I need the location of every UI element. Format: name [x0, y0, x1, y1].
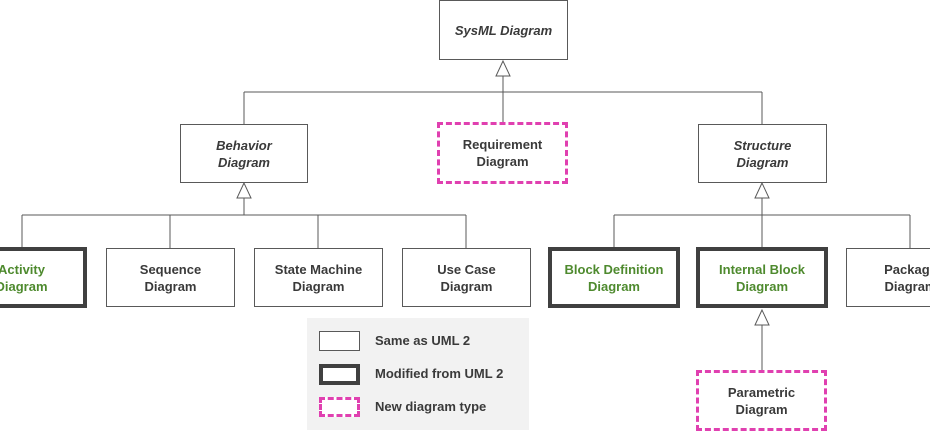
package-diagram-label-line1: Package [884, 261, 930, 277]
legend-swatch-modified [319, 364, 360, 385]
activity-diagram-label-line1: Activity [0, 261, 45, 277]
state-machine-diagram-label-line2: Diagram [292, 278, 345, 294]
sequence-diagram-label-line1: Sequence [139, 261, 202, 277]
internal-block-diagram-label-line1: Internal Block [719, 261, 805, 277]
behavior-diagram-box: Behavior Diagram [180, 124, 308, 183]
behavior-diagram-label-line1: Behavior [216, 137, 272, 153]
structure-diagram-label-line1: Structure [733, 137, 792, 153]
generalization-arrow-internal-block [754, 308, 770, 326]
internal-block-diagram-box: Internal Block Diagram [696, 247, 828, 308]
generalization-arrow-structure [754, 181, 770, 199]
parametric-diagram-box: Parametric Diagram [696, 370, 827, 431]
structure-diagram-box: Structure Diagram [698, 124, 827, 183]
legend-label-same: Same as UML 2 [375, 333, 471, 348]
generalization-arrow-root [495, 59, 511, 77]
requirement-diagram-label-line2: Diagram [476, 154, 529, 169]
sequence-diagram-box: Sequence Diagram [106, 248, 235, 307]
activity-diagram-label-line2: Diagram [0, 278, 48, 294]
parametric-diagram-label-line2: Diagram [735, 401, 788, 417]
block-definition-diagram-box: Block Definition Diagram [548, 247, 680, 308]
use-case-diagram-label-line2: Diagram [440, 278, 493, 294]
package-diagram-label-line2: Diagram [884, 278, 930, 294]
structure-diagram-label-line2: Diagram [736, 154, 789, 170]
use-case-diagram-box: Use Case Diagram [402, 248, 531, 307]
requirement-diagram-label-line1: Requirement [462, 137, 543, 152]
requirement-diagram-box: Requirement Diagram [437, 122, 568, 184]
internal-block-diagram-label-line2: Diagram [735, 278, 789, 294]
block-definition-diagram-label-line2: Diagram [587, 278, 640, 294]
legend: Same as UML 2 Modified from UML 2 New di… [307, 318, 529, 430]
legend-swatch-new-type [319, 397, 360, 417]
behavior-diagram-label-line2: Diagram [217, 154, 270, 170]
block-definition-diagram-label-line1: Block Definition [564, 261, 664, 277]
parametric-diagram-label-line1: Parametric [727, 384, 796, 400]
legend-label-modified: Modified from UML 2 [375, 366, 504, 381]
use-case-diagram-label-line1: Use Case [437, 261, 496, 277]
legend-swatch-same [319, 331, 360, 351]
sysml-diagram-box: SysML Diagram [439, 0, 568, 60]
generalization-arrow-behavior [236, 181, 252, 199]
sysml-diagram-label: SysML Diagram [454, 22, 553, 38]
state-machine-diagram-box: State Machine Diagram [254, 248, 383, 307]
state-machine-diagram-label-line1: State Machine [274, 261, 363, 277]
sequence-diagram-label-line2: Diagram [144, 278, 197, 294]
legend-label-new-type: New diagram type [375, 399, 487, 414]
activity-diagram-box: Activity Diagram [0, 247, 87, 308]
package-diagram-box: Package Diagram [846, 248, 930, 307]
